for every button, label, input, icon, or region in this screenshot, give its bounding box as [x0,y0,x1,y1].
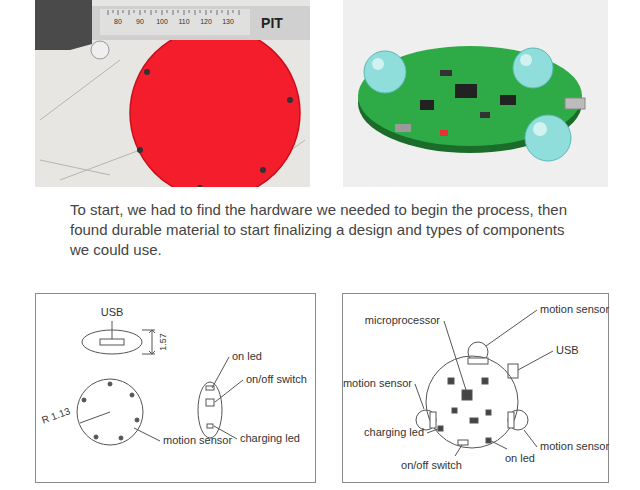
sensor-dome [525,115,571,161]
microprocessor-symbol [462,390,472,400]
sensor-base [430,412,436,428]
panel-frame [343,294,609,483]
board-outline [426,356,518,448]
scale-number: 120 [200,18,212,26]
component [470,418,478,423]
component [448,378,454,384]
highlight [520,54,532,66]
radius-line [80,412,110,423]
dimension-drawing [77,321,243,445]
led-symbol [486,438,491,443]
screw [137,147,143,153]
sensor-dome [364,51,406,93]
usb-outline [100,339,124,345]
screw [197,185,203,187]
part-label: on/off switch [401,459,462,472]
switch-outline [206,399,214,406]
part-label: on led [505,452,535,465]
caliper-button [91,41,109,59]
sensor-base [468,358,488,364]
switch-symbol [458,440,468,445]
component [452,408,457,413]
led-outline [207,424,213,428]
scale-number: 100 [156,18,168,26]
scale-number: 130 [222,18,234,26]
sensor-dome [513,48,553,88]
layout-drawing [415,310,553,456]
part-label: motion sensor [540,440,609,453]
render-ground [343,0,608,187]
caliper-scale [100,9,250,35]
dimension: R 1.13 [40,405,72,426]
chip [440,70,452,76]
screw-hole [135,418,139,422]
screw-hole [119,436,123,440]
photo [35,0,310,187]
scale-number: 90 [136,18,144,26]
highlight [372,58,384,70]
part-label: motion sensor [163,434,232,447]
switch [395,124,411,132]
panel-frame [36,294,316,483]
screw [144,69,150,75]
leader-line [134,357,243,441]
scale-number: 80 [114,18,122,26]
red-disc [130,28,300,187]
led-symbol [438,426,443,431]
side-view [198,382,222,438]
chip [455,84,477,98]
screw-hole [130,393,134,397]
screw [260,167,266,173]
screw-hole [94,435,98,439]
chip [500,95,516,105]
part-label: motion sensor [540,303,609,316]
part-label: microprocessor [365,314,440,327]
usb-port [565,98,585,109]
body-text: To start, we had to find the hardware we… [70,200,585,260]
screw-hole [108,382,112,386]
part-label: charging led [240,432,300,445]
usb-symbol [508,364,518,378]
part-label: charging led [364,426,424,439]
part-label: motion sensor [343,377,412,390]
chip [480,112,490,118]
leader-line [112,321,113,339]
screw [287,97,293,103]
led [440,130,448,136]
dimension-line [142,330,155,354]
part-label: on/off switch [246,373,307,386]
motion-sensor-symbol [508,410,528,430]
part-label: USB [556,344,579,357]
disc-edge [130,28,300,187]
screw-hole [82,398,86,402]
caliper-jaw [35,0,92,50]
scale-ticks [108,10,239,15]
brand-mark: PIT [261,15,283,32]
highlight [533,122,547,136]
part-label: on led [232,350,262,363]
scale-number: 110 [178,18,189,26]
chip [420,100,434,110]
component [486,410,491,415]
dimension: 1.57 [158,333,169,351]
sensor-base [508,412,514,428]
leader-line [415,310,553,456]
component [482,378,488,384]
plan-view [77,379,143,445]
pcb-render [343,0,608,187]
part-label: USB [101,306,124,319]
